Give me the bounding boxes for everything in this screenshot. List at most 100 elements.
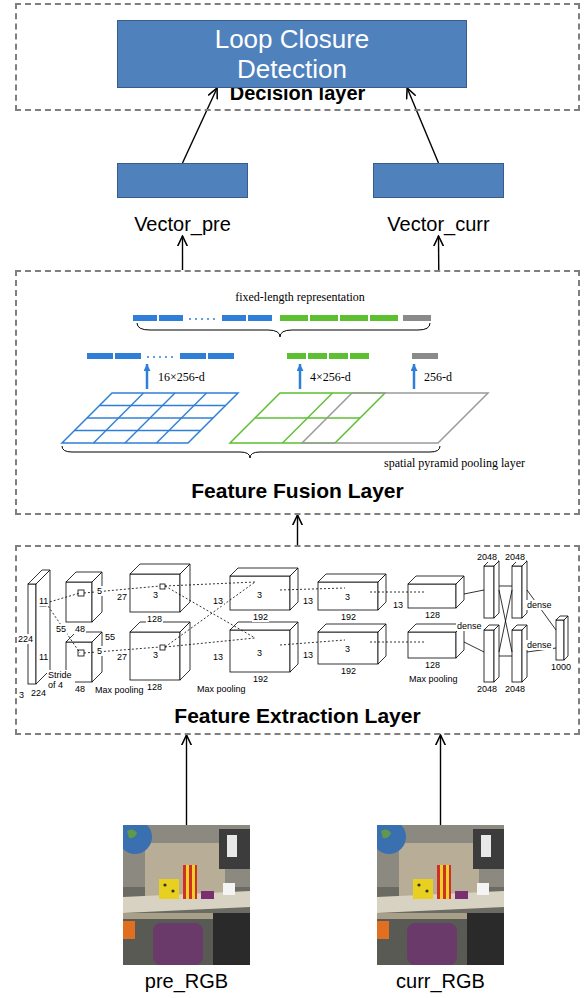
spp-figure: [147, 356, 149, 358]
spp-figure: [308, 353, 327, 359]
cnn-figure: [28, 561, 568, 684]
layer-dimension: 3: [18, 690, 25, 700]
layer-dimension: 2048: [504, 552, 526, 562]
cnn-figure: [46, 593, 80, 603]
layer-dimension: 48: [74, 624, 86, 634]
cnn-figure: [408, 576, 464, 584]
image-label: pre_RGB: [120, 969, 253, 993]
spp-figure: [370, 315, 398, 321]
cnn-figure: [512, 566, 522, 618]
layer-dimension: 224: [30, 688, 47, 698]
layer-dimension: 5: [96, 646, 103, 656]
spp-figure: [75, 430, 201, 432]
figure-annotation: 4×256-d: [309, 371, 352, 385]
cnn-figure: [564, 616, 568, 660]
spp-figure: [248, 315, 272, 321]
spp-figure: [213, 318, 215, 320]
cnn-figure: [318, 624, 386, 632]
spp-figure: [287, 353, 306, 359]
layer-dimension: dense: [456, 621, 483, 631]
cnn-figure: [484, 630, 494, 682]
process-label: Loop Closure Detection: [192, 24, 392, 84]
cnn-figure: [280, 588, 345, 590]
cnn-figure: [280, 640, 345, 645]
layer-dimension: dense: [526, 640, 553, 650]
spp-figure: [350, 353, 369, 359]
spp-figure: [171, 356, 173, 358]
spp-figure: [115, 353, 141, 359]
spp-figure: [230, 393, 385, 443]
cnn-figure: [556, 620, 564, 660]
layer-dimension: 1000: [550, 662, 572, 672]
photo: [123, 825, 250, 965]
spp-figure: [230, 393, 385, 443]
cnn-figure: [165, 582, 255, 647]
layer-dimension: dense: [526, 600, 553, 610]
layer-dimension: Max pooling: [94, 685, 145, 695]
spp-figure: [87, 417, 213, 419]
spp-figure: [413, 364, 416, 389]
spp-figure: [133, 315, 157, 321]
photo: [377, 825, 504, 965]
layer-dimension: 13: [302, 596, 314, 606]
layer-dimension: 3: [152, 590, 159, 600]
layer-dimension: 13: [302, 650, 314, 660]
spp-figure: [299, 364, 302, 389]
spp-figure: [201, 318, 203, 320]
spp-figure: [403, 315, 431, 321]
cnn-figure: [290, 568, 298, 610]
cnn-figure: [527, 590, 556, 630]
layer-title: Feature Extraction Layer: [17, 703, 578, 728]
layer-title: Feature Fusion Layer: [17, 478, 578, 503]
flow-arrow: [297, 515, 298, 545]
layer-dimension: 3: [152, 650, 159, 660]
figure-annotation: spatial pyramid pooling layer: [383, 457, 526, 471]
cnn-figure: [78, 650, 84, 656]
flow-arrow: [440, 735, 441, 825]
spp-figure: [87, 353, 113, 359]
cnn-figure: [318, 574, 386, 582]
layer-box: Feature Fusion Layer: [15, 270, 580, 515]
layer-dimension: 27: [116, 652, 128, 662]
layer-dimension: Max pooling: [196, 684, 247, 694]
figure-annotation: fixed-length representation: [234, 291, 366, 305]
spp-figure: [62, 393, 238, 443]
cnn-figure: [160, 645, 165, 650]
layer-dimension: 13: [212, 652, 224, 662]
figure-annotation: 16×256-d: [157, 371, 206, 385]
spp-figure: [310, 315, 338, 321]
cnn-figure: [180, 564, 190, 612]
vector-shape: [117, 163, 248, 198]
flow-arrow: [183, 88, 218, 163]
layer-dimension: 3: [344, 644, 351, 654]
layer-dimension: 55: [55, 624, 67, 634]
layer-dimension: 27: [116, 592, 128, 602]
cnn-figure: [36, 570, 50, 684]
cnn-figure: [230, 576, 290, 610]
cnn-figure: [165, 638, 255, 647]
cnn-figure: [499, 586, 512, 587]
layer-box: Decision layerLoop Closure Detection: [15, 3, 580, 111]
spp-figure: [146, 364, 149, 389]
cnn-figure: [484, 566, 494, 618]
image-label: curr_RGB: [374, 969, 507, 993]
process-box: Loop Closure Detection: [117, 20, 467, 88]
cnn-figure: [130, 574, 180, 612]
cnn-figure: [370, 642, 425, 643]
spp-figure: [280, 315, 398, 321]
cnn-figure: [160, 584, 165, 589]
layer-dimension: 3: [344, 592, 351, 602]
cnn-figure: [499, 590, 512, 652]
layer-dimension: 2048: [504, 684, 526, 694]
spp-figure: [287, 353, 369, 359]
layer-dimension: Stride of 4: [47, 670, 75, 691]
spp-figure: [87, 353, 234, 359]
flow-arrow: [182, 236, 183, 270]
cnn-figure: [230, 568, 298, 576]
cnn-figure: [230, 630, 290, 672]
layer-dimension: 192: [252, 674, 269, 684]
input-image: pre_RGB: [120, 825, 253, 993]
layer-dimension: 128: [146, 682, 163, 692]
cnn-figure: [78, 590, 84, 596]
